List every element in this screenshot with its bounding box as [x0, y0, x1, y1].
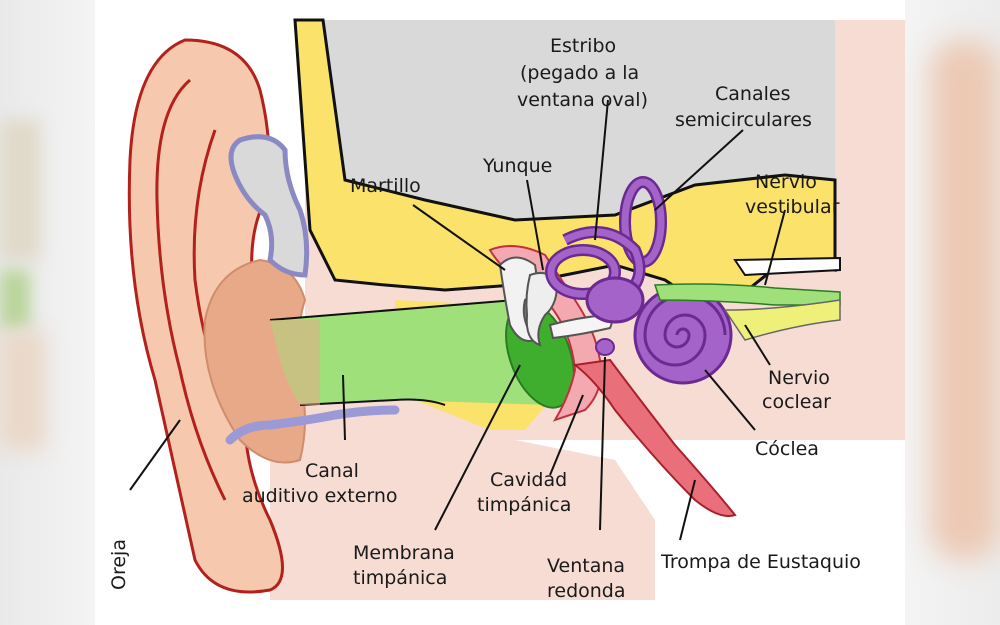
cochlear-nerve: [723, 299, 841, 341]
ear-canal-top-edge: [269, 299, 516, 321]
round-window: [595, 338, 615, 356]
eustachian-tube: [572, 358, 737, 517]
label-yunque: Yunque: [482, 155, 552, 177]
leader-coclea: [704, 369, 756, 431]
ear-canal-bottom-edge: [299, 398, 446, 406]
label-ventana-1: Ventana: [547, 555, 625, 577]
blurred-background-left: [0, 0, 95, 625]
semicircular-canal-lateral-inner: [547, 246, 619, 298]
leader-nervio-coclear: [744, 324, 771, 366]
leader-cavidad: [549, 394, 584, 476]
leader-martillo: [412, 204, 506, 271]
leader-yunque: [526, 179, 544, 271]
label-coclea: Cóclea: [755, 438, 819, 460]
leader-oreja: [129, 419, 181, 491]
label-canal-1: Canal: [305, 460, 359, 482]
cartilage-upper: [228, 134, 310, 278]
label-cavidad-1: Cavidad: [490, 469, 567, 491]
leader-canal: [342, 374, 346, 441]
label-membrana-1: Membrana: [353, 542, 455, 564]
internal-auditory-canal: [733, 256, 841, 277]
leader-membrana: [434, 364, 521, 531]
blurred-background-right: [905, 0, 1000, 625]
label-estribo-1: Estribo: [550, 35, 616, 57]
label-estribo-2: (pegado a la: [520, 62, 639, 84]
malleus: [498, 256, 538, 342]
vestibule: [585, 276, 645, 324]
label-martillo: Martillo: [350, 175, 421, 197]
cartilage-lower: [225, 405, 400, 445]
label-nervio-coclear-2: coclear: [762, 391, 831, 413]
lower-tissue: [270, 400, 655, 600]
label-canales-2: semicirculares: [675, 109, 812, 131]
label-cavidad-2: timpánica: [477, 494, 571, 516]
label-nervio-coclear-1: Nervio: [768, 367, 830, 389]
ear-anatomy-diagram: Estribo (pegado a la ventana oval) Canal…: [95, 0, 905, 625]
leader-nervio-vestibular: [764, 209, 786, 286]
label-estribo-3: ventana oval): [517, 89, 648, 111]
label-canales-1: Canales: [715, 83, 790, 105]
label-membrana-2: timpánica: [353, 567, 447, 589]
label-ventana-2: redonda: [547, 580, 626, 602]
label-trompa: Trompa de Eustaquio: [660, 551, 861, 573]
ear-diagram-svg: Estribo (pegado a la ventana oval) Canal…: [95, 0, 905, 625]
label-nervio-vestibular-1: Nervio: [755, 171, 817, 193]
temporal-bone: [293, 18, 837, 302]
leader-trompa: [679, 479, 696, 541]
skull-cavity: [323, 20, 835, 220]
label-nervio-vestibular-2: vestibular: [745, 196, 840, 218]
leader-estribo: [594, 99, 609, 241]
concha: [203, 258, 307, 464]
helix-fold: [155, 78, 227, 501]
label-canal-2: auditivo externo: [242, 485, 398, 507]
canal-entrance-shade: [260, 320, 320, 405]
ear-canal-fill: [270, 300, 550, 405]
leader-canales: [654, 129, 744, 211]
label-oreja: Oreja: [108, 539, 130, 590]
leader-ventana: [599, 356, 606, 531]
